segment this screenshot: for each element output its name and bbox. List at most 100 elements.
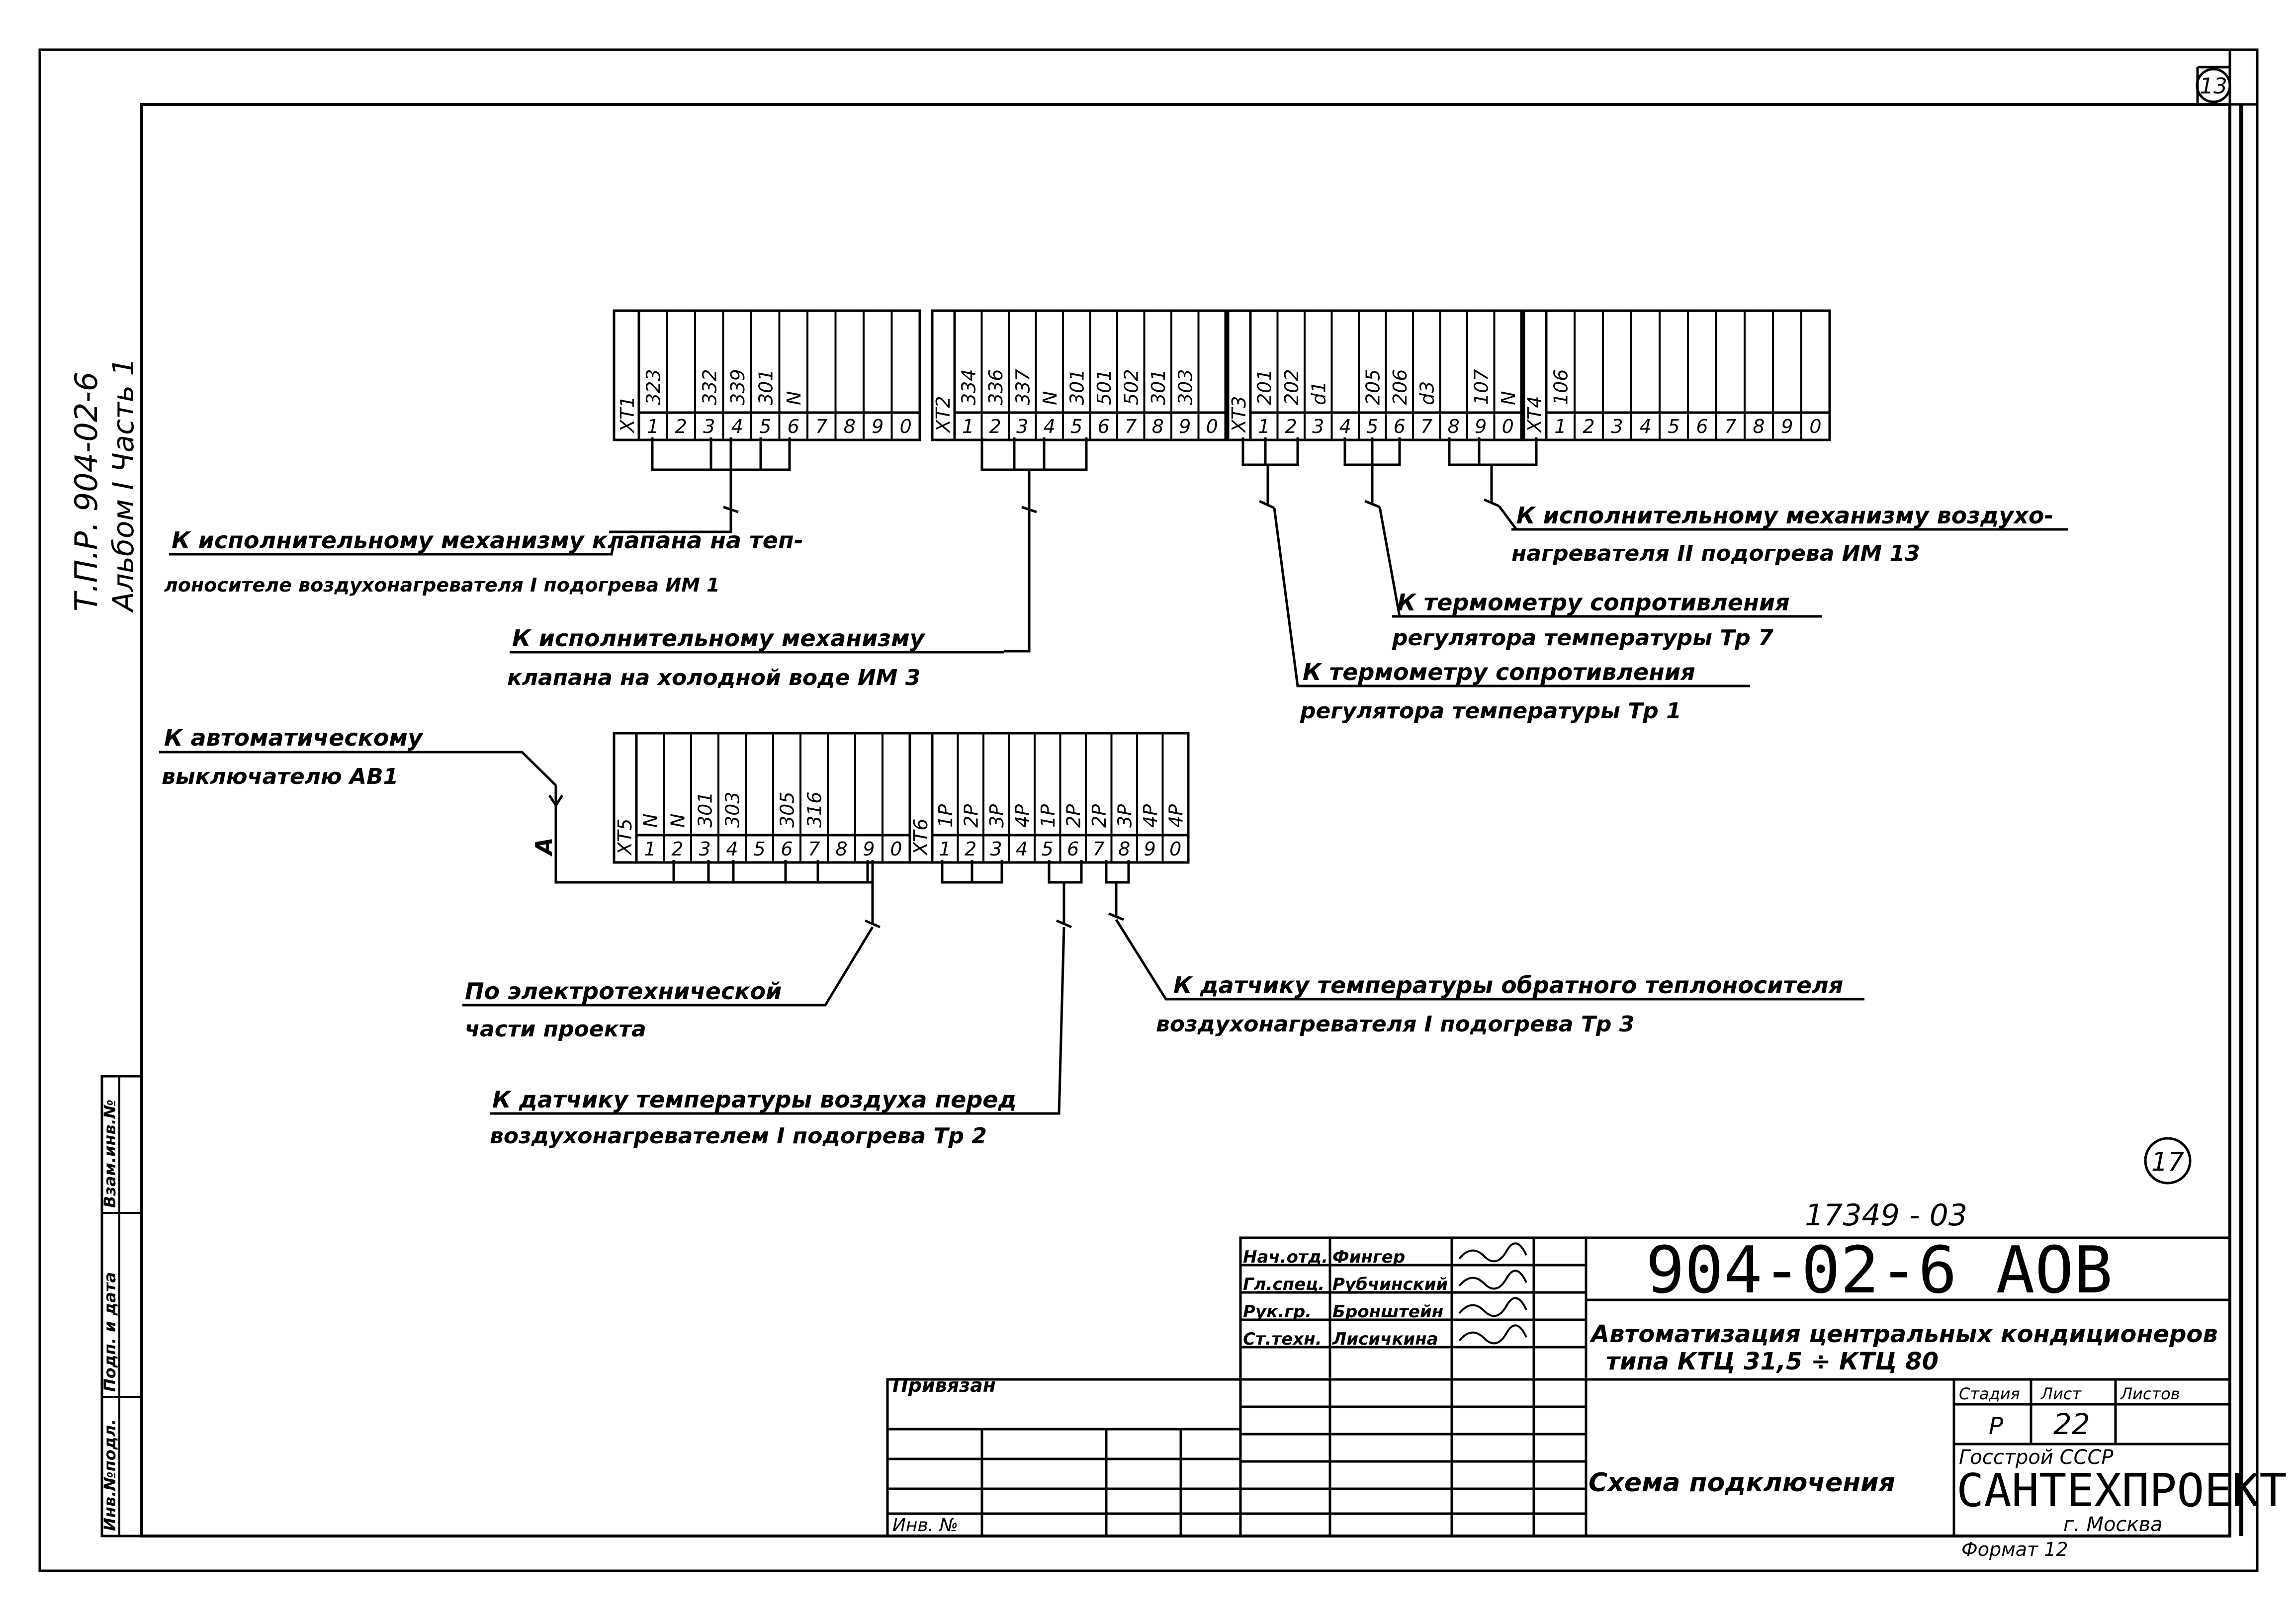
inv-no-label: Инв. № bbox=[892, 1515, 958, 1536]
terminal-strip-name: ХТ4 bbox=[1524, 396, 1546, 433]
terminal-strip-name: ХТ3 bbox=[1228, 396, 1250, 433]
terminal-number: 7 bbox=[1420, 416, 1432, 437]
terminal-number: 9 bbox=[1179, 416, 1191, 437]
callout-tr2-line2: воздухонагревателем I подогрева Тр 2 bbox=[490, 1123, 987, 1149]
terminal-number: 0 bbox=[1809, 416, 1821, 437]
terminal-number: 5 bbox=[753, 838, 765, 860]
terminal-wire-label: 301 bbox=[1066, 369, 1088, 405]
signature-role: Нач.отд. bbox=[1243, 1247, 1328, 1267]
terminal-wire-label: 4Р bbox=[1165, 804, 1187, 828]
terminal-wire-label: N bbox=[783, 391, 805, 405]
signature-name: Бронштейн bbox=[1332, 1302, 1443, 1322]
signature-name: Рубчинский bbox=[1332, 1275, 1448, 1294]
terminal-number: 9 bbox=[1475, 416, 1487, 437]
terminal-number: 7 bbox=[1125, 416, 1137, 437]
callout-im3-line1: К исполнительному механизму bbox=[512, 625, 926, 652]
terminal-number: 4 bbox=[1339, 416, 1351, 437]
terminal-number: 3 bbox=[990, 838, 1002, 860]
signature-name: Фингер bbox=[1332, 1247, 1405, 1267]
signature-scribble bbox=[1458, 1270, 1527, 1290]
callout-lines bbox=[159, 528, 2068, 1115]
terminal-number: 9 bbox=[1144, 838, 1156, 860]
callout-im1-line1: К исполнительному механизму клапана на т… bbox=[172, 527, 803, 554]
terminal-strip-name: ХТ6 bbox=[910, 819, 932, 856]
stage-value: Р bbox=[1989, 1412, 2003, 1440]
terminal-wire-label: 301 bbox=[1148, 369, 1169, 405]
terminal-number: 2 bbox=[965, 838, 976, 860]
terminal-wire-label: 4Р bbox=[1011, 804, 1033, 828]
terminal-number: 6 bbox=[788, 416, 799, 437]
callout-ab1-line2: выключателю АВ1 bbox=[162, 764, 398, 789]
terminal-number: 2 bbox=[671, 838, 683, 860]
terminal-number: 4 bbox=[1016, 838, 1028, 860]
terminal-wire-label: 2Р bbox=[1088, 804, 1110, 828]
sheet-title: Схема подключения bbox=[1589, 1468, 1895, 1498]
terminal-number: 7 bbox=[815, 416, 827, 437]
sheets-header: Листов bbox=[2120, 1384, 2180, 1403]
callout-tr2-line1: К датчику температуры воздуха перед bbox=[492, 1086, 1017, 1113]
terminal-wire-label: 332 bbox=[699, 369, 720, 405]
terminal-wire-label: N bbox=[1498, 391, 1519, 405]
terminal-number: 8 bbox=[844, 416, 856, 437]
terminal-number: 1 bbox=[939, 838, 951, 860]
org-line1: Госстрой СССР bbox=[1959, 1446, 2114, 1469]
terminal-wire-label: 336 bbox=[985, 369, 1007, 405]
signature-rows: Нач.отд.ФингерГл.спец.РубчинскийРук.гр.Б… bbox=[1243, 1242, 1527, 1349]
terminal-number: 5 bbox=[1070, 416, 1082, 437]
terminal-wire-label: 301 bbox=[695, 791, 716, 828]
terminal-wire-label: 2Р bbox=[960, 804, 982, 828]
terminal-number: 2 bbox=[1583, 416, 1594, 437]
terminal-wire-label: N bbox=[1039, 391, 1061, 405]
terminal-wire-label: 3Р bbox=[1114, 804, 1136, 828]
terminal-strip-name: ХТ5 bbox=[614, 819, 636, 856]
doc-number: 17349 - 03 bbox=[1805, 1198, 1967, 1233]
terminal-number: 0 bbox=[1502, 416, 1514, 437]
terminal-wire-label: 301 bbox=[755, 369, 777, 405]
terminal-number: 7 bbox=[1724, 416, 1736, 437]
terminal-number: 9 bbox=[1781, 416, 1793, 437]
terminal-number: 0 bbox=[1206, 416, 1218, 437]
terminal-number: 2 bbox=[1285, 416, 1297, 437]
callout-ab1-line1: К автоматическому bbox=[164, 724, 424, 751]
terminal-number: 7 bbox=[808, 838, 820, 860]
sheet-mark: 13 bbox=[2200, 74, 2227, 99]
terminal-wire-label: 205 bbox=[1362, 369, 1384, 405]
callout-electro-line2: части проекта bbox=[465, 1017, 646, 1042]
callout-im13-line1: К исполнительному механизму воздухо- bbox=[1516, 502, 2054, 529]
terminal-strip-name: ХТ2 bbox=[932, 396, 954, 433]
callout-tr7-line2: регулятора температуры Тр 7 bbox=[1392, 625, 1773, 651]
terminal-wire-label: 323 bbox=[642, 369, 664, 405]
sheet-header: Лист bbox=[2040, 1384, 2082, 1403]
terminal-number: 1 bbox=[647, 416, 659, 437]
signature-scribble bbox=[1458, 1242, 1527, 1263]
terminal-number: 8 bbox=[1118, 838, 1130, 860]
left-stamp: Взам.инв.№ Подп. и дата Инв.№подл. bbox=[100, 1075, 143, 1538]
terminal-number: 4 bbox=[1639, 416, 1651, 437]
callout-im13-line2: нагревателя II подогрева ИМ 13 bbox=[1511, 541, 1920, 566]
stage-header: Стадия bbox=[1959, 1384, 2020, 1403]
terminal-wire-label: 206 bbox=[1389, 369, 1411, 405]
terminal-wire-label: N bbox=[640, 814, 662, 828]
terminal-wire-label: 316 bbox=[804, 791, 826, 828]
terminal-number: 1 bbox=[644, 838, 656, 860]
terminal-number: 8 bbox=[835, 838, 847, 860]
page-circle bbox=[2144, 1137, 2192, 1185]
callout-tr3-line1: К датчику температуры обратного теплонос… bbox=[1173, 972, 1843, 999]
side-album: Альбом I Часть 1 bbox=[106, 358, 140, 613]
signature-scribble bbox=[1458, 1324, 1527, 1345]
terminal-number: 4 bbox=[726, 838, 738, 860]
org-city: г. Москва bbox=[2063, 1513, 2163, 1536]
terminal-number: 8 bbox=[1753, 416, 1765, 437]
stamp-inv-orig: Инв.№подл. bbox=[100, 1419, 119, 1531]
side-code: Т.П.Р. 904-02-6 bbox=[68, 372, 104, 611]
terminal-strip-name: ХТ1 bbox=[617, 396, 638, 433]
terminal-number: 0 bbox=[900, 416, 912, 437]
terminal-number: 6 bbox=[1696, 416, 1708, 437]
terminal-number: 0 bbox=[890, 838, 902, 860]
wiring bbox=[554, 437, 1538, 1115]
terminal-number: 2 bbox=[989, 416, 1001, 437]
terminal-wire-label: 334 bbox=[958, 369, 979, 405]
